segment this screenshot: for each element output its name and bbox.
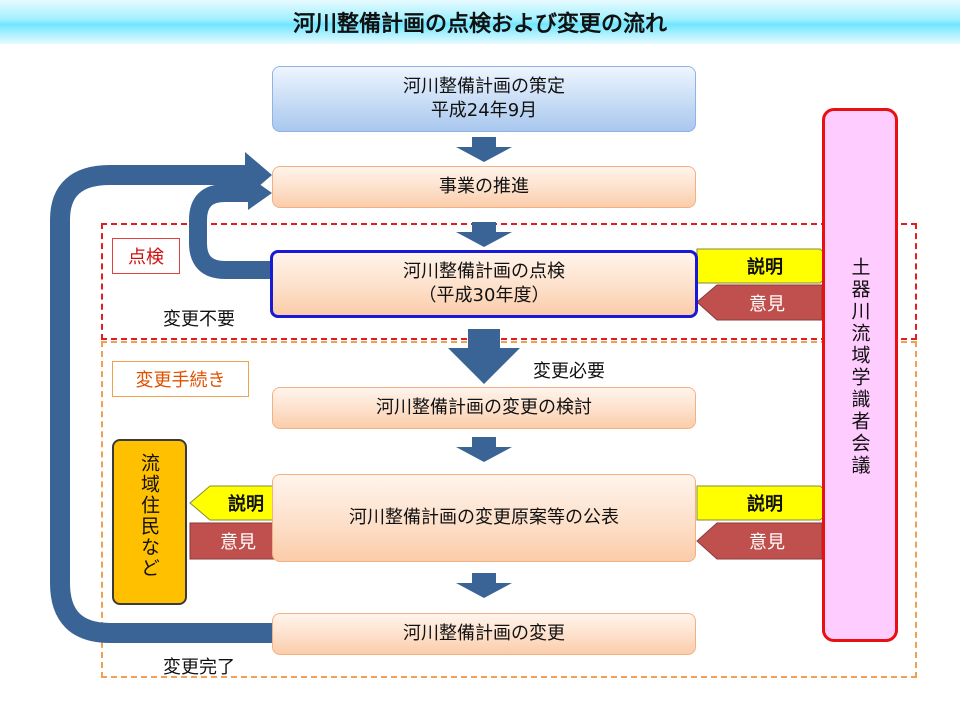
publication-box: 河川整備計画の変更原案等の公表 — [272, 474, 696, 562]
explain-label-right-bottom: 説明 — [747, 494, 783, 515]
residents-label: 流域住民など — [138, 453, 160, 579]
review-label: 河川整備計画の変更の検討 — [376, 396, 592, 418]
inspection-line1: 河川整備計画の点検 — [403, 260, 565, 282]
inspection-line2: （平成30年度） — [418, 285, 550, 306]
publication-label: 河川整備計画の変更原案等の公表 — [349, 506, 619, 528]
no-change-label: 変更不要 — [163, 309, 235, 330]
change-label: 河川整備計画の変更 — [403, 622, 565, 644]
inner-loop-arrowhead — [248, 176, 272, 210]
opinion-label-right-bottom: 意見 — [749, 532, 785, 553]
promotion-box: 事業の推進 — [272, 166, 696, 208]
review-box: 河川整備計画の変更の検討 — [272, 387, 696, 429]
inspection-box: 河川整備計画の点検 （平成30年度） — [270, 250, 698, 318]
opinion-label-left: 意見 — [220, 532, 256, 553]
outer-loop-arrow — [50, 165, 272, 643]
change-done-label: 変更完了 — [163, 657, 235, 678]
down-arrow-2 — [456, 222, 512, 247]
explain-label-left: 説明 — [228, 494, 264, 515]
title-bar: 河川整備計画の点検および変更の流れ — [0, 0, 960, 44]
residents-box: 流域住民など — [112, 439, 187, 605]
change-procedure-tag: 変更手続き — [112, 361, 249, 397]
formulation-line2: 平成24年9月 — [430, 100, 538, 121]
promotion-label: 事業の推進 — [439, 175, 529, 197]
inspection-tag: 点検 — [112, 238, 180, 274]
formulation-line1: 河川整備計画の策定 — [403, 75, 565, 97]
page-title: 河川整備計画の点検および変更の流れ — [292, 12, 667, 37]
change-needed-label: 変更必要 — [533, 361, 605, 382]
explain-label-right-top: 説明 — [747, 257, 783, 278]
change-procedure-region — [101, 341, 917, 678]
opinion-arrow-right-bottom — [696, 522, 823, 560]
down-arrow-4 — [456, 437, 512, 462]
committee-box: 土器川流域学識者会議 — [822, 108, 898, 642]
opinion-arrow-right-top — [696, 284, 823, 321]
opinion-label-right-top: 意見 — [749, 293, 785, 315]
down-arrow-3 — [448, 329, 520, 384]
down-arrow-5 — [456, 573, 512, 598]
inner-loop-arrow — [189, 184, 272, 279]
formulation-box: 河川整備計画の策定 平成24年9月 — [272, 66, 696, 132]
committee-label: 土器川流域学識者会議 — [848, 257, 871, 477]
inspection-region — [101, 223, 917, 340]
down-arrow-1 — [456, 137, 512, 162]
change-box: 河川整備計画の変更 — [272, 613, 696, 655]
